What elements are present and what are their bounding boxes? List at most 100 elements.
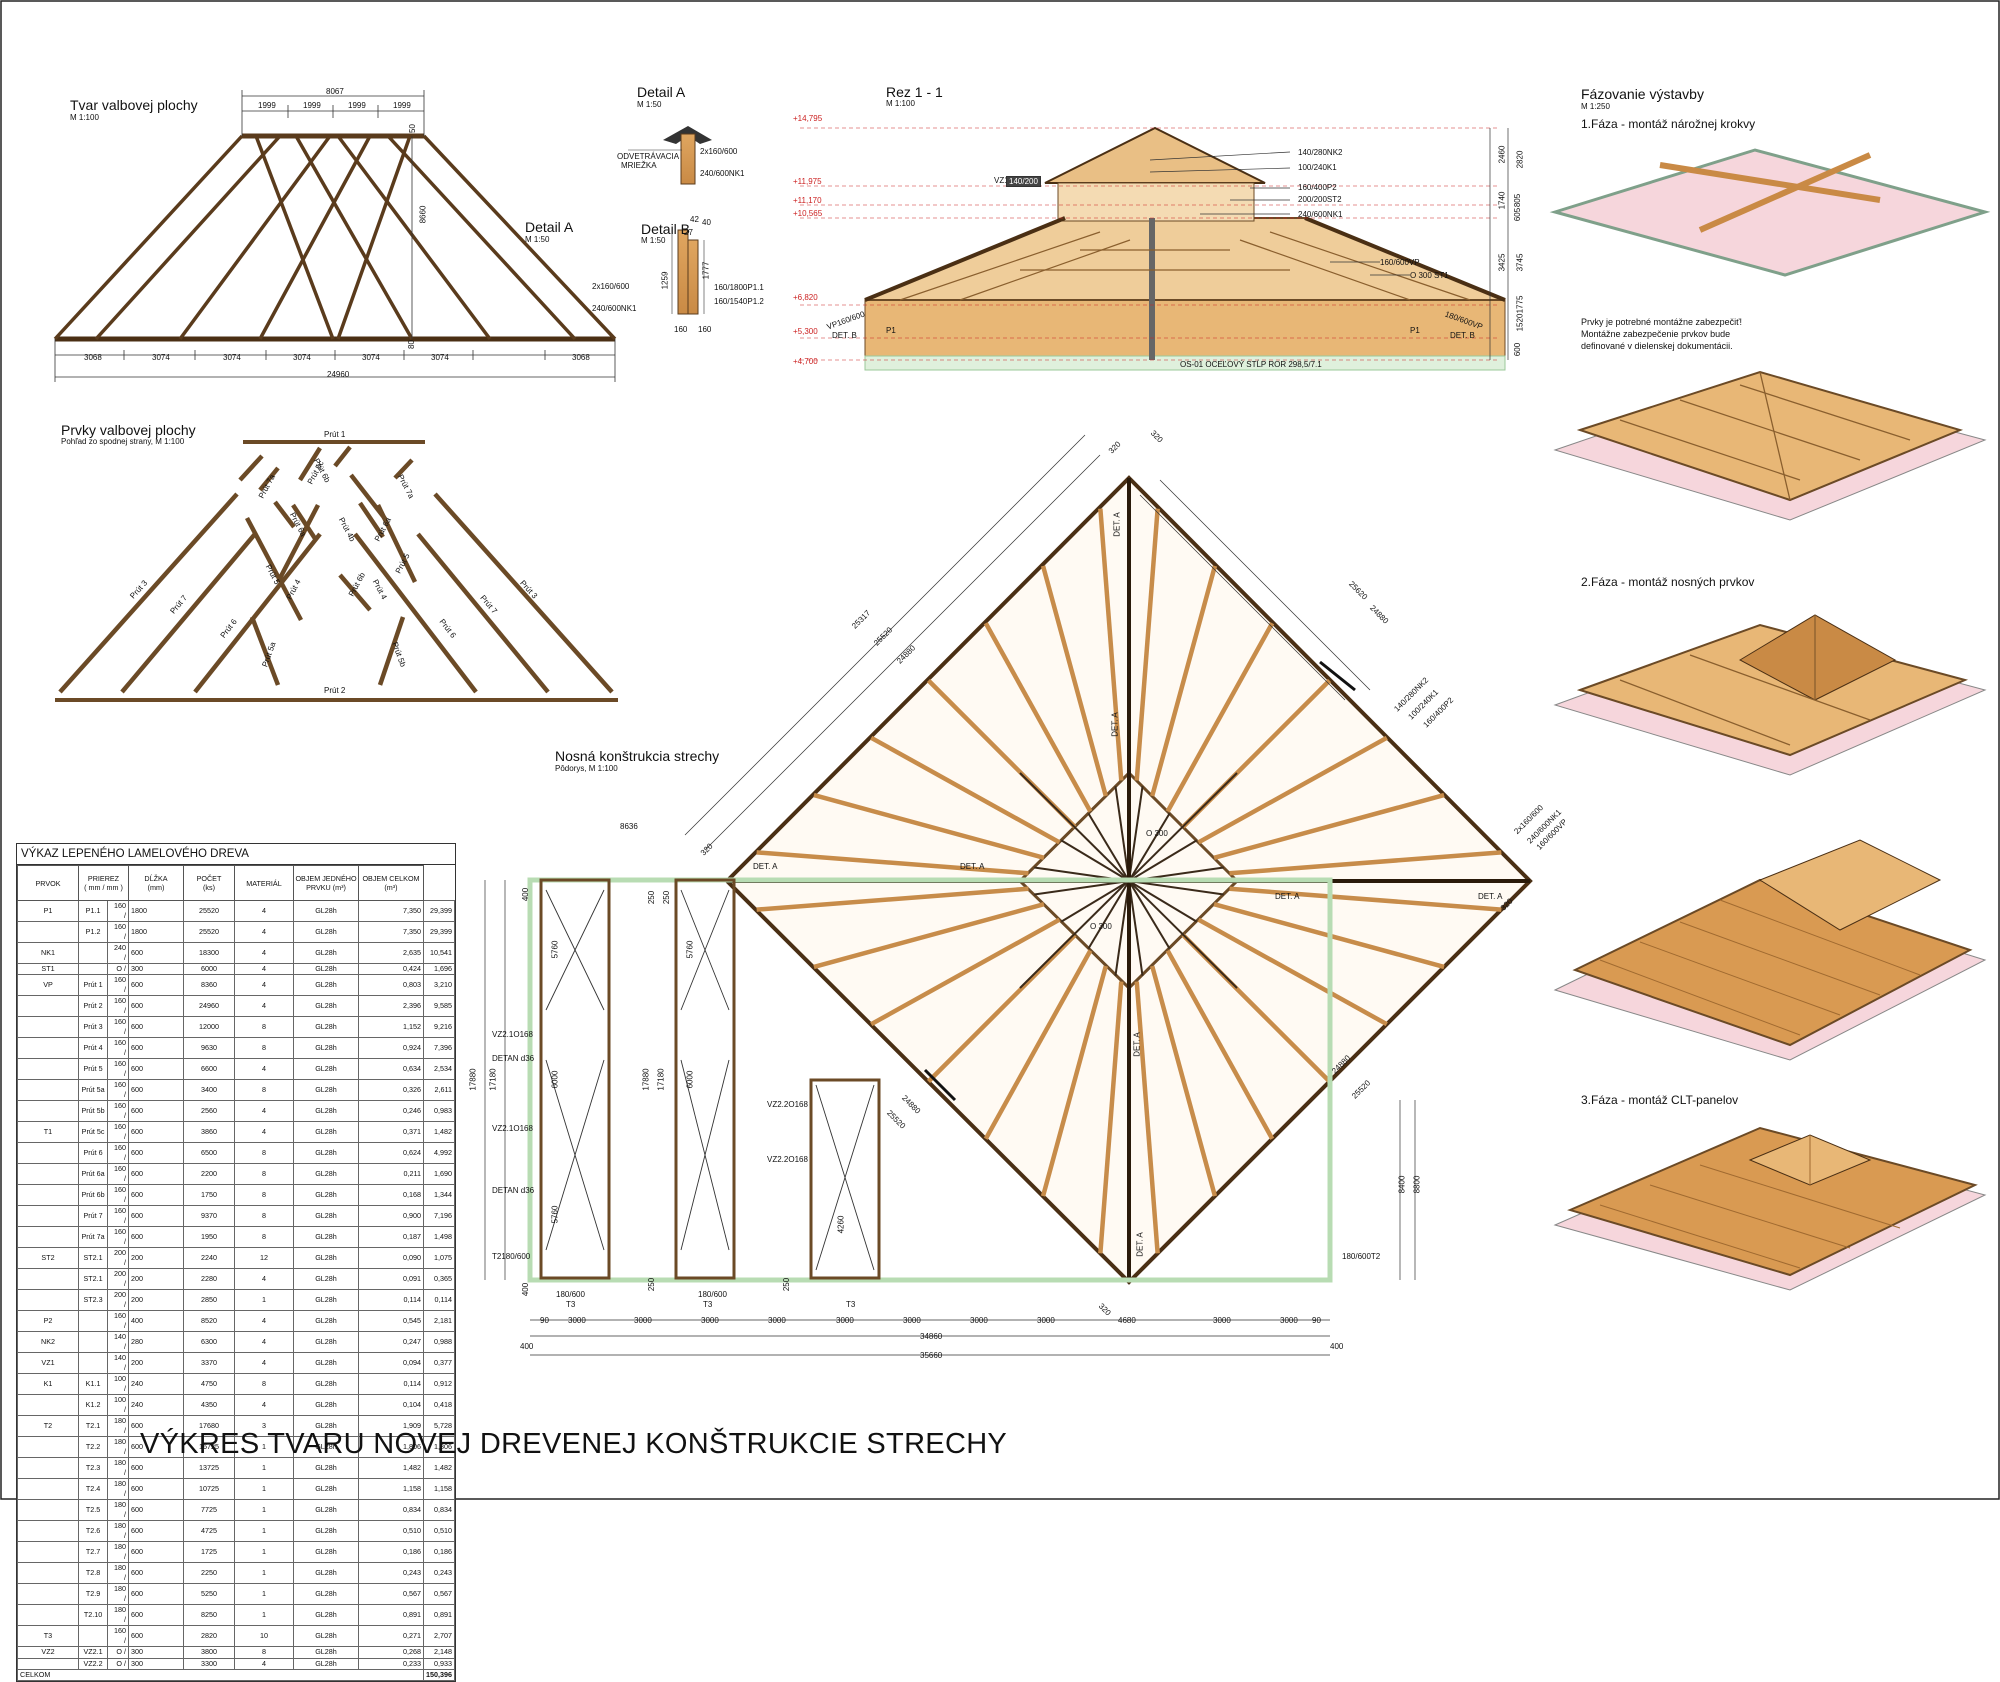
table-cell: 300 bbox=[128, 962, 184, 976]
prvky-scale: Pohľad zo spodnej strany, M 1:100 bbox=[61, 437, 185, 446]
table-cell bbox=[17, 1657, 79, 1670]
table-cell: 8 bbox=[234, 1184, 294, 1207]
table-cell: 1,344 bbox=[423, 1184, 455, 1207]
side-label: VZ2.2O168 bbox=[767, 1100, 808, 1109]
table-cell: GL28h bbox=[293, 1625, 359, 1648]
table-cell: 0,567 bbox=[423, 1583, 455, 1606]
col-objem2: OBJEM CELKOM (m³) bbox=[358, 865, 424, 901]
level-mark: +6,820 bbox=[793, 293, 818, 302]
section-label: 140/200 bbox=[1006, 176, 1041, 187]
hub-spoke bbox=[1128, 839, 1198, 882]
table-cell: 4350 bbox=[183, 1394, 235, 1417]
table-cell: 8 bbox=[234, 1373, 294, 1396]
tvar-note: 50 bbox=[407, 124, 417, 133]
table-cell bbox=[17, 995, 79, 1018]
plan-height: 4260 bbox=[836, 1215, 846, 1234]
member-label: Prút 1 bbox=[324, 430, 346, 439]
table-cell bbox=[17, 1520, 79, 1543]
table-cell bbox=[17, 1604, 79, 1627]
table-cell: 180 / bbox=[107, 1541, 129, 1564]
table-cell bbox=[77, 1310, 109, 1333]
rafter bbox=[813, 792, 1045, 860]
table-cell: ST2.1 bbox=[77, 1268, 109, 1291]
table-cell: 6500 bbox=[183, 1142, 235, 1165]
table-cell: GL28h bbox=[293, 1352, 359, 1375]
rafter bbox=[1150, 965, 1218, 1197]
table-cell: 2,181 bbox=[423, 1310, 455, 1333]
hub-spoke bbox=[1128, 880, 1198, 923]
side-label: DETAN d36 bbox=[492, 1186, 535, 1195]
table-cell: T2.1 bbox=[77, 1415, 109, 1438]
table-cell: GL28h bbox=[293, 1646, 359, 1659]
table-cell: 10,541 bbox=[423, 942, 455, 964]
table-cell: 200 bbox=[128, 1352, 184, 1375]
table-cell: 12 bbox=[234, 1247, 294, 1270]
table-cell: 3400 bbox=[183, 1079, 235, 1102]
rafter bbox=[983, 622, 1093, 813]
table-cell: 0,211 bbox=[358, 1163, 424, 1186]
tvar-label: 2x160/600 bbox=[592, 282, 630, 291]
table-cell: 0,114 bbox=[358, 1373, 424, 1396]
table-cell: ST1 bbox=[17, 962, 79, 976]
rafter bbox=[1165, 949, 1275, 1140]
rafter bbox=[1040, 965, 1108, 1197]
table-cell: 0,424 bbox=[358, 962, 424, 976]
table-cell: T2.6 bbox=[77, 1520, 109, 1543]
table-cell: GL28h bbox=[293, 1499, 359, 1522]
table-cell: 200 / bbox=[107, 1247, 129, 1270]
table-cell: 0,634 bbox=[358, 1058, 424, 1081]
tvar-dim: 1999 bbox=[303, 101, 321, 110]
sheet-border bbox=[0, 0, 2000, 1500]
table-cell bbox=[77, 1352, 109, 1375]
det-label: DET. A bbox=[1110, 712, 1120, 737]
table-cell: 2,707 bbox=[423, 1625, 455, 1648]
det-label: DET. A bbox=[960, 862, 985, 871]
table-cell: 4 bbox=[234, 1268, 294, 1291]
table-cell: 180 / bbox=[107, 1604, 129, 1627]
detail-a-drawing bbox=[628, 126, 712, 185]
tvar-height: 8660 bbox=[418, 205, 428, 224]
table-cell: 0,567 bbox=[358, 1583, 424, 1606]
table-cell: 600 bbox=[128, 1499, 184, 1522]
plan-scale: Pôdorys, M 1:100 bbox=[555, 764, 618, 773]
table-cell: GL28h bbox=[293, 1037, 359, 1060]
table-cell: Prút 5a bbox=[77, 1079, 109, 1102]
plan-drawing bbox=[484, 434, 1533, 1356]
hub-spoke bbox=[1128, 880, 1224, 896]
table-cell: Prút 1 bbox=[77, 974, 109, 997]
plan-height: 17180 bbox=[488, 1068, 498, 1091]
table-cell: 2,534 bbox=[423, 1058, 455, 1081]
table-cell: ST2.3 bbox=[77, 1289, 109, 1312]
table-cell: 1800 bbox=[128, 921, 184, 943]
detail-b-dim: 40 bbox=[702, 218, 711, 227]
detail-b-title: Detail B bbox=[641, 221, 691, 237]
table-cell: 1 bbox=[234, 1289, 294, 1312]
sheet-title: VÝKRES TVARU NOVEJ DREVENEJ KONŠTRUKCIE … bbox=[140, 1428, 1008, 1460]
plan-height: 17880 bbox=[641, 1068, 651, 1091]
table-cell: 600 bbox=[128, 1163, 184, 1186]
plan-bottom-dim: 3000 bbox=[836, 1316, 854, 1325]
table-cell: 600 bbox=[128, 1184, 184, 1207]
table-cell: P2 bbox=[17, 1310, 79, 1333]
table-cell: 0,243 bbox=[423, 1562, 455, 1585]
plan-bottom-dim: 400 bbox=[520, 1342, 534, 1351]
hub-spoke bbox=[1034, 880, 1130, 896]
plan-bottom-dim: 3000 bbox=[903, 1316, 921, 1325]
table-cell: 600 bbox=[128, 1121, 184, 1144]
rafter bbox=[1040, 565, 1108, 797]
det-label: DET. A bbox=[1132, 1032, 1142, 1057]
table-cell: 160 / bbox=[107, 995, 129, 1018]
table-cell: Prút 7 bbox=[77, 1205, 109, 1228]
phase1-title: 1.Fáza - montáž nárožnej krokvy bbox=[1581, 117, 1756, 131]
table-cell: 200 bbox=[128, 1268, 184, 1291]
table-cell: 5250 bbox=[183, 1583, 235, 1606]
table-cell: Prút 6b bbox=[77, 1184, 109, 1207]
table-cell: VZ1 bbox=[17, 1352, 79, 1375]
plan-small-dim: 400 bbox=[521, 1282, 531, 1297]
table-cell: GL28h bbox=[293, 1289, 359, 1312]
table-cell: Prút 4 bbox=[77, 1037, 109, 1060]
